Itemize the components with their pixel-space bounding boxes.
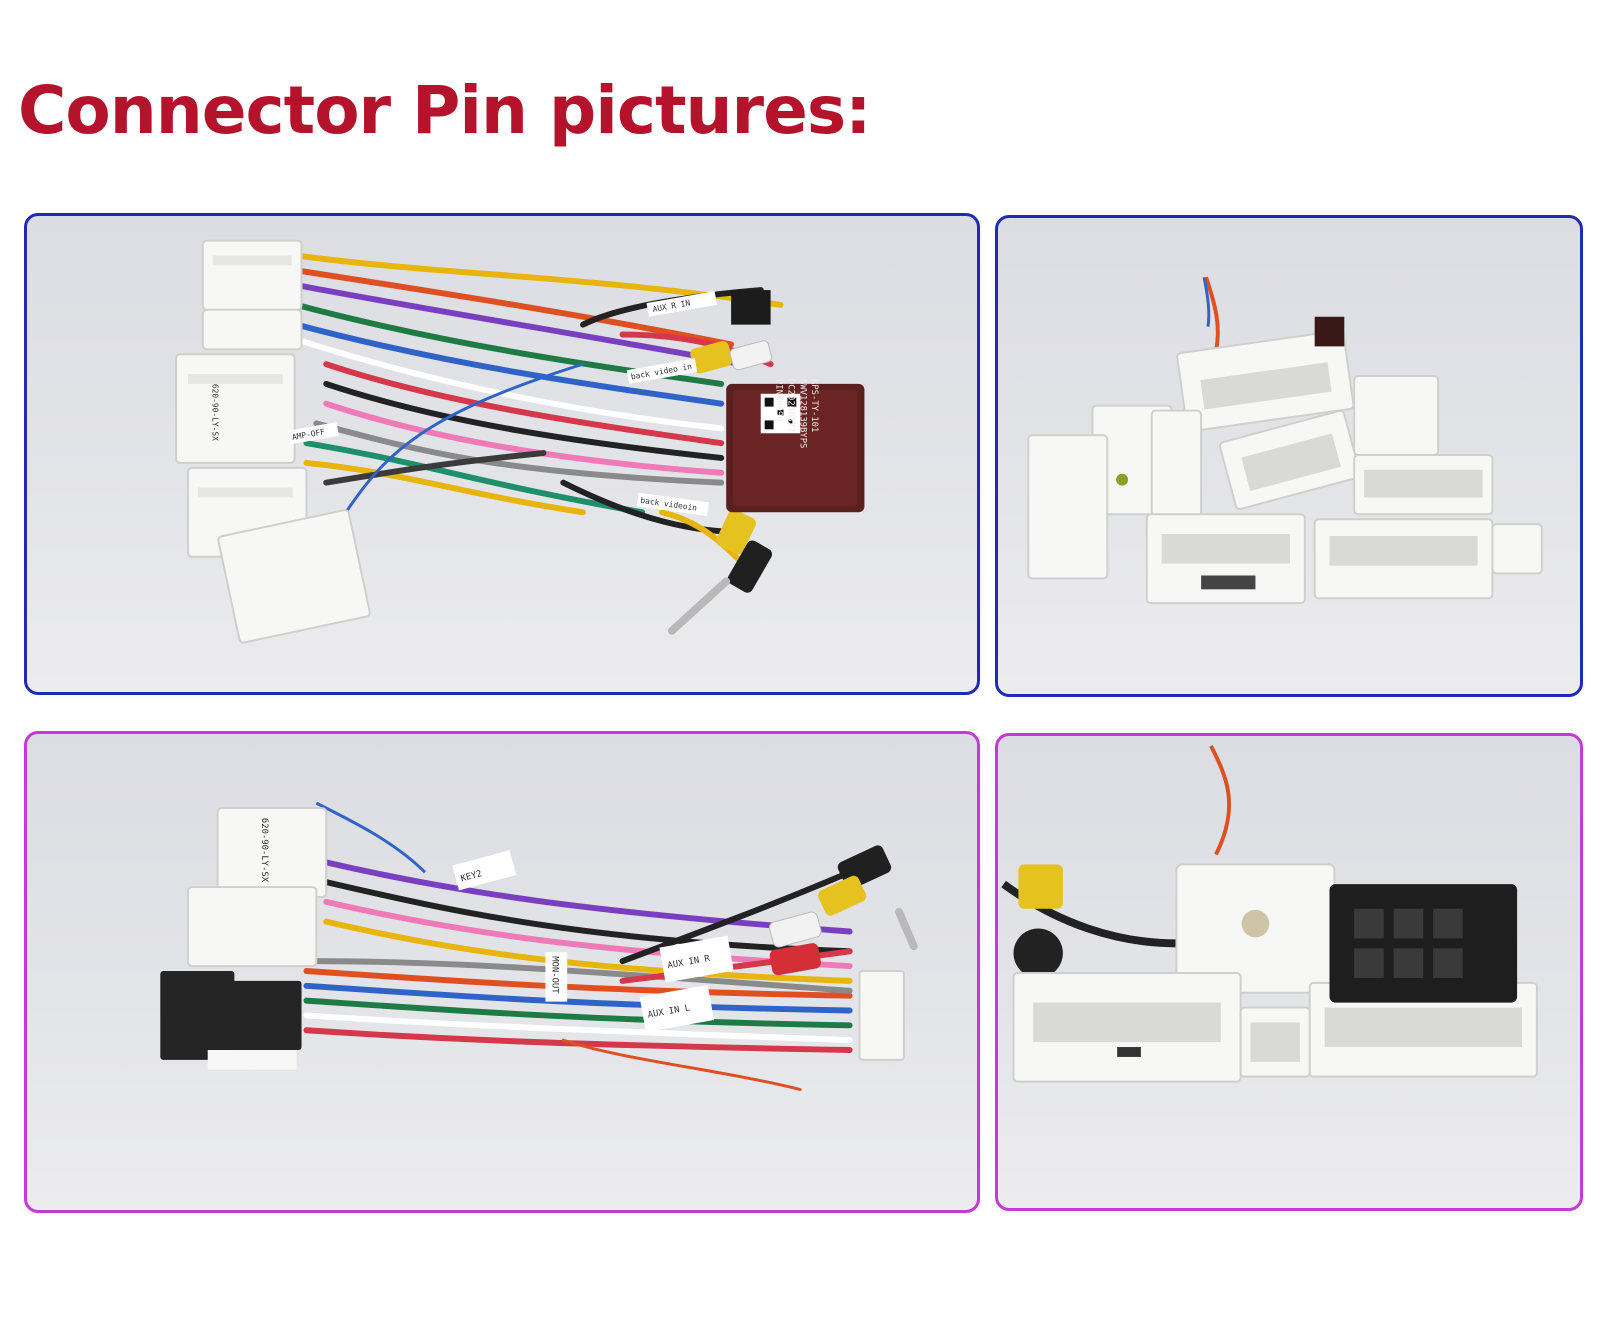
box-label-date: DC20240327 — [785, 379, 795, 432]
harness-with-rca-illustration: 620-90-LY-SX KEY2 MON-OUT AUX IN R AUX I… — [160, 801, 918, 1091]
connector-tag-part: 620-90-LY-SX — [211, 384, 220, 441]
harness-photo-bottom-left: 620-90-LY-SX KEY2 MON-OUT AUX IN R AUX I… — [24, 731, 980, 1213]
connectors-photo-bottom-right — [995, 733, 1583, 1211]
box-label-serial: SWV128139BYPS — [797, 379, 807, 448]
wire-tag-mon-out: MON-OUT — [549, 956, 559, 994]
connector-closeup-illustration — [1001, 744, 1538, 1083]
page-title: Connector Pin pictures: — [18, 72, 872, 149]
connectors-photo-top-right — [995, 215, 1583, 697]
harness-with-decoder-illustration: RPS-TY-101 SWV128139BYPS DC20240327 PINK… — [175, 239, 865, 644]
connector-stack-illustration — [1027, 276, 1543, 605]
harness-photo-top-left: RPS-TY-101 SWV128139BYPS DC20240327 PINK… — [24, 213, 980, 695]
box-label-model: RPS-TY-101 — [809, 379, 819, 432]
connector-tag-part: 620-90-LY-SX — [259, 818, 269, 883]
box-label-pin: PINK0090 — [774, 379, 784, 422]
